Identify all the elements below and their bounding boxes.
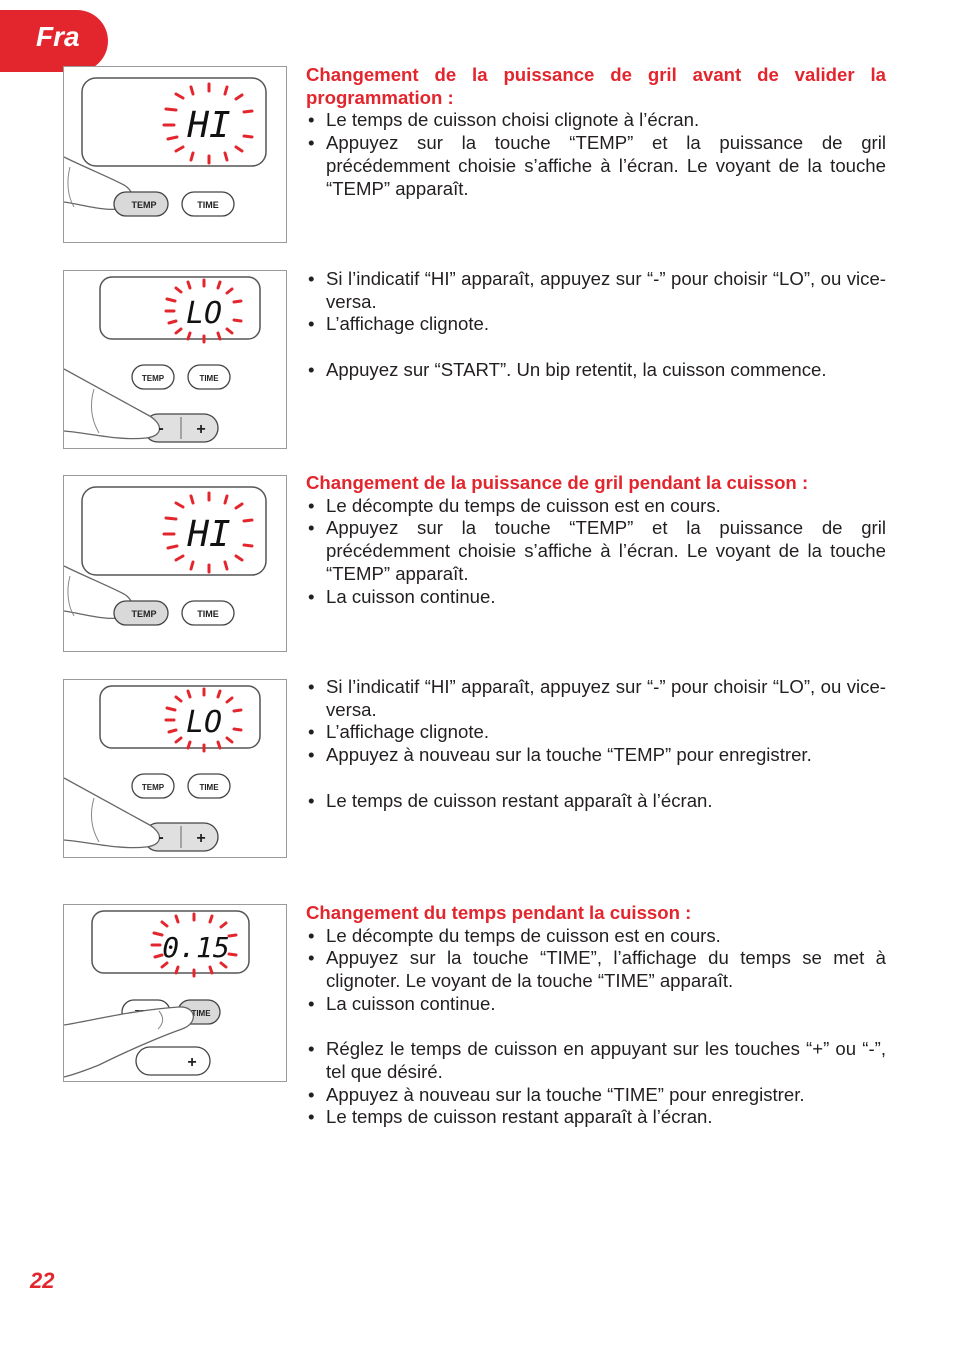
blink-rays-icon	[164, 687, 243, 753]
plus-button-label: +	[196, 421, 205, 438]
figure-4: LO TEMP TIME - +	[63, 679, 287, 858]
temp-button-label: TEMP	[142, 374, 165, 383]
minus-button-label: -	[158, 829, 163, 846]
list-item: Appuyez sur la touche “TEMP” et la puiss…	[306, 517, 886, 585]
plus-button-label: +	[196, 830, 205, 847]
list-item: Le temps de cuisson choisi clignote à l’…	[306, 109, 886, 132]
list-item: L’affichage clignote.	[306, 313, 886, 336]
language-tab: Fra	[0, 10, 108, 72]
lcd-readout: 0.15	[162, 931, 229, 964]
lcd-readout: HI	[186, 105, 230, 146]
time-button-label: TIME	[197, 200, 219, 210]
list-item: Le temps de cuisson restant apparaît à l…	[306, 1106, 886, 1129]
list-item: Appuyez sur la touche “TIME”, l’affichag…	[306, 947, 886, 992]
plus-button-label: +	[187, 1054, 196, 1071]
figure-3: HI TEMP TIME	[63, 475, 287, 652]
list-item: Si l’indicatif “HI” apparaît, appuyez su…	[306, 268, 886, 313]
list-item: Le décompte du temps de cuisson est en c…	[306, 495, 886, 518]
section-2: Si l’indicatif “HI” apparaît, appuyez su…	[306, 268, 886, 382]
time-button-label: TIME	[199, 783, 219, 792]
bullet-list: Le décompte du temps de cuisson est en c…	[306, 925, 886, 1129]
figure-2: LO TEMP TIME - +	[63, 270, 287, 449]
list-item: Le temps de cuisson restant apparaît à l…	[306, 790, 886, 813]
section-1: Changement de la puissance de gril avant…	[306, 64, 886, 200]
section-5: Changement du temps pendant la cuisson :…	[306, 902, 886, 1129]
bullet-list: Si l’indicatif “HI” apparaît, appuyez su…	[306, 676, 886, 812]
figure-5: 0.15 TEMP TIME +	[63, 904, 287, 1082]
section-heading: Changement de la puissance de gril penda…	[306, 472, 809, 493]
lcd-readout: LO	[186, 296, 222, 331]
list-item: Le décompte du temps de cuisson est en c…	[306, 925, 886, 948]
list-item: La cuisson continue.	[306, 993, 886, 1016]
time-button-label: TIME	[197, 609, 219, 619]
blink-rays-icon	[162, 82, 254, 165]
figure-1: HI TEMP TIME	[63, 66, 287, 243]
list-item: Appuyez sur “START”. Un bip retentit, la…	[306, 359, 886, 382]
list-item: Appuyez sur la touche “TEMP” et la puiss…	[306, 132, 886, 200]
blink-rays-icon	[162, 491, 254, 574]
section-4: Si l’indicatif “HI” apparaît, appuyez su…	[306, 676, 886, 812]
list-item: Appuyez à nouveau sur la touche “TEMP” p…	[306, 744, 886, 767]
section-heading: Changement du temps pendant la cuisson :	[306, 902, 692, 923]
section-heading: Changement de la puissance de gril avant…	[306, 64, 886, 108]
temp-button-label: TEMP	[131, 200, 156, 210]
bullet-list: Le temps de cuisson choisi clignote à l’…	[306, 109, 886, 200]
language-tab-label: Fra	[36, 21, 80, 52]
time-button-label: TIME	[191, 1009, 211, 1018]
lcd-readout: HI	[186, 514, 230, 555]
minus-button-label: -	[158, 420, 163, 437]
bullet-list: Le décompte du temps de cuisson est en c…	[306, 495, 886, 609]
blink-rays-icon	[150, 912, 238, 978]
temp-button-label: TEMP	[131, 609, 156, 619]
list-item: Appuyez à nouveau sur la touche “TIME” p…	[306, 1084, 886, 1107]
lcd-readout: LO	[186, 705, 222, 740]
page-number: 22	[30, 1268, 55, 1293]
list-item: Réglez le temps de cuisson en appuyant s…	[306, 1038, 886, 1083]
time-button-label: TIME	[199, 374, 219, 383]
list-item: La cuisson continue.	[306, 586, 886, 609]
blink-rays-icon	[164, 278, 243, 344]
section-3: Changement de la puissance de gril penda…	[306, 472, 886, 608]
bullet-list: Si l’indicatif “HI” apparaît, appuyez su…	[306, 268, 886, 382]
temp-button-label: TEMP	[142, 783, 165, 792]
list-item: L’affichage clignote.	[306, 721, 886, 744]
list-item: Si l’indicatif “HI” apparaît, appuyez su…	[306, 676, 886, 721]
